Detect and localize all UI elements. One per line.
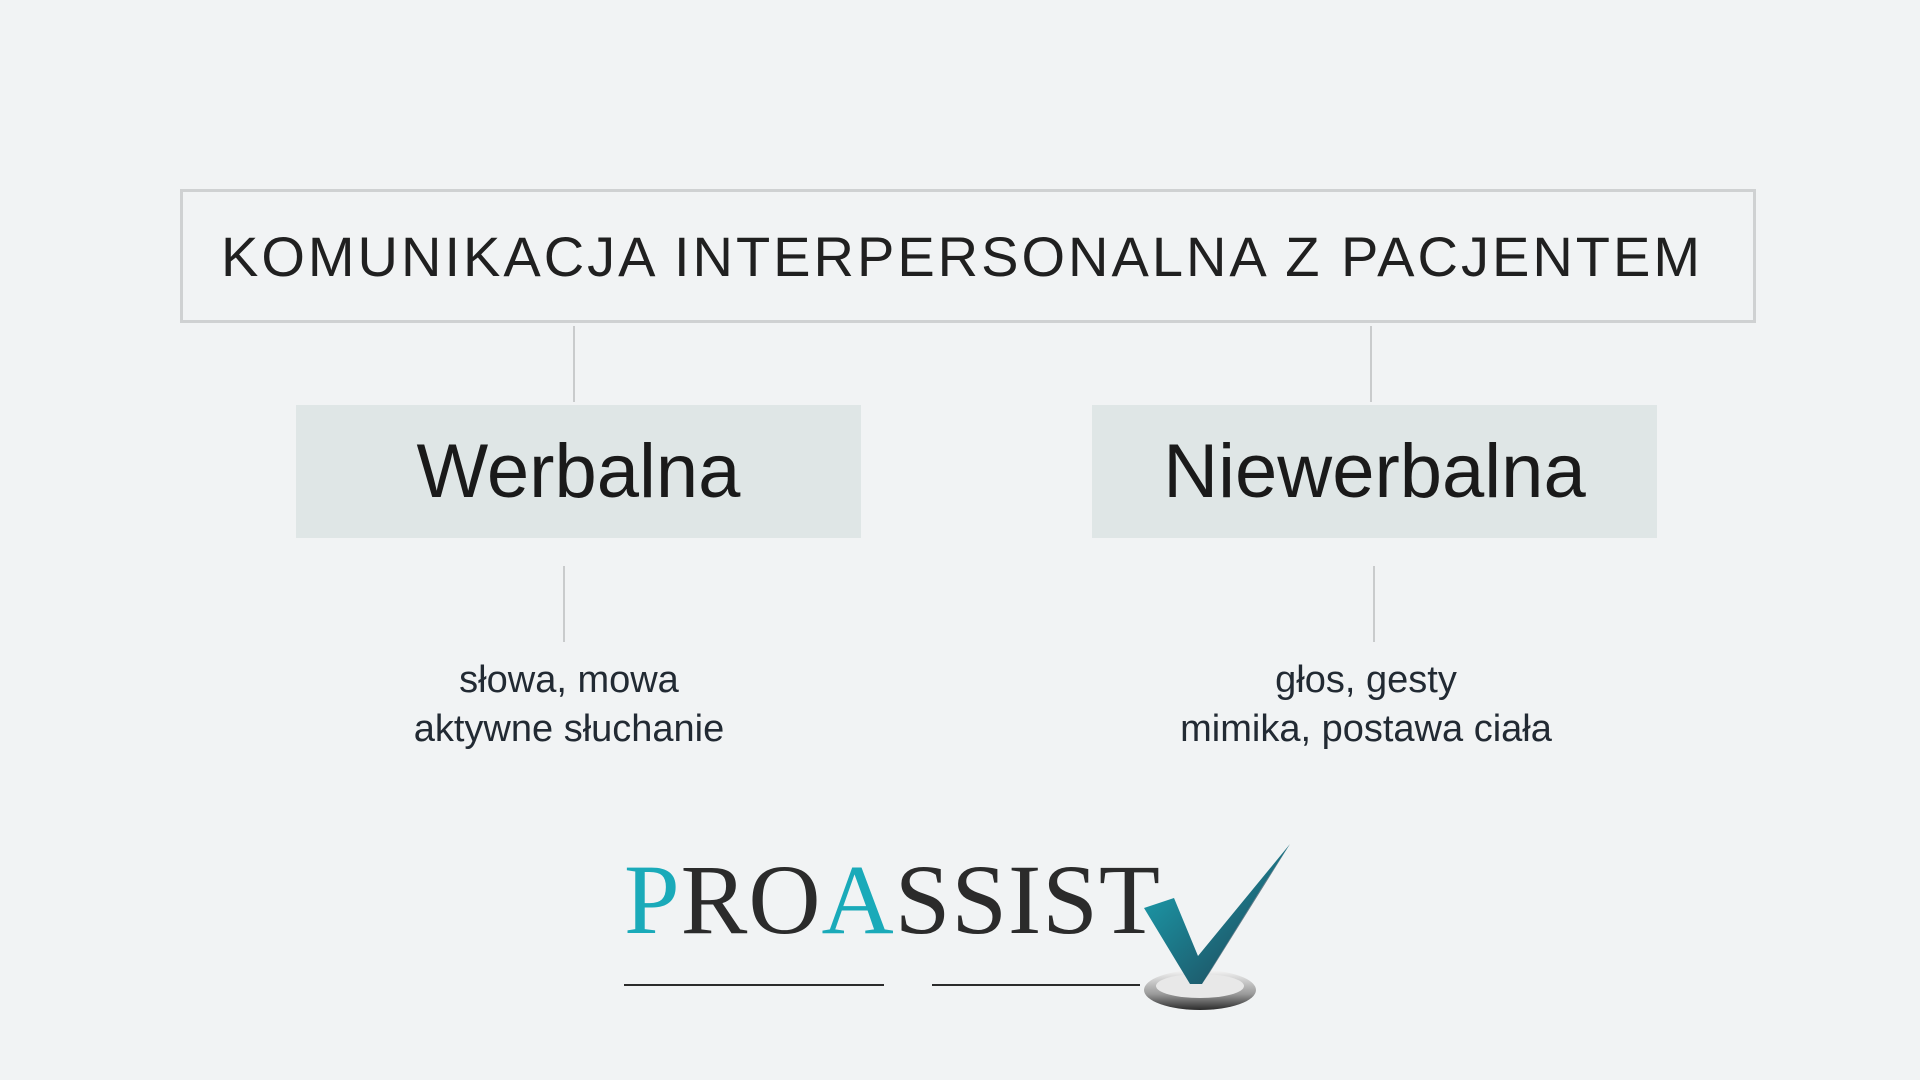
diagram-title: KOMUNIKACJA INTERPERSONALNA Z PACJENTEM [221,224,1703,288]
desc-werbalna-line-2: aktywne słuchanie [413,708,725,750]
title-box: KOMUNIKACJA INTERPERSONALNA Z PACJENTEM [180,189,1756,323]
desc-niewerbalna: głos, gesty mimika, postawa ciała [1066,656,1666,754]
connector-title-left [573,326,575,402]
category-box-niewerbalna: Niewerbalna [1092,405,1657,538]
desc-werbalna: słowa, mowa aktywne słuchanie [269,656,869,754]
desc-niewerbalna-line-1: głos, gesty [1275,659,1457,701]
connector-title-right [1370,326,1372,402]
logo-wordmark: PROASSIST [624,844,1161,955]
category-label-werbalna: Werbalna [416,429,741,514]
proassist-logo: PROASSIST [620,840,1320,1020]
category-label-niewerbalna: Niewerbalna [1163,429,1586,514]
desc-werbalna-line-1: słowa, mowa [459,659,679,701]
connector-werbalna-desc [563,566,565,642]
logo-underline-left [624,984,884,986]
desc-niewerbalna-line-2: mimika, postawa ciała [1180,708,1552,750]
logo-underline-right [932,984,1140,986]
connector-niewerbalna-desc [1373,566,1375,642]
category-box-werbalna: Werbalna [296,405,861,538]
checkmark-icon [1144,844,1290,1010]
